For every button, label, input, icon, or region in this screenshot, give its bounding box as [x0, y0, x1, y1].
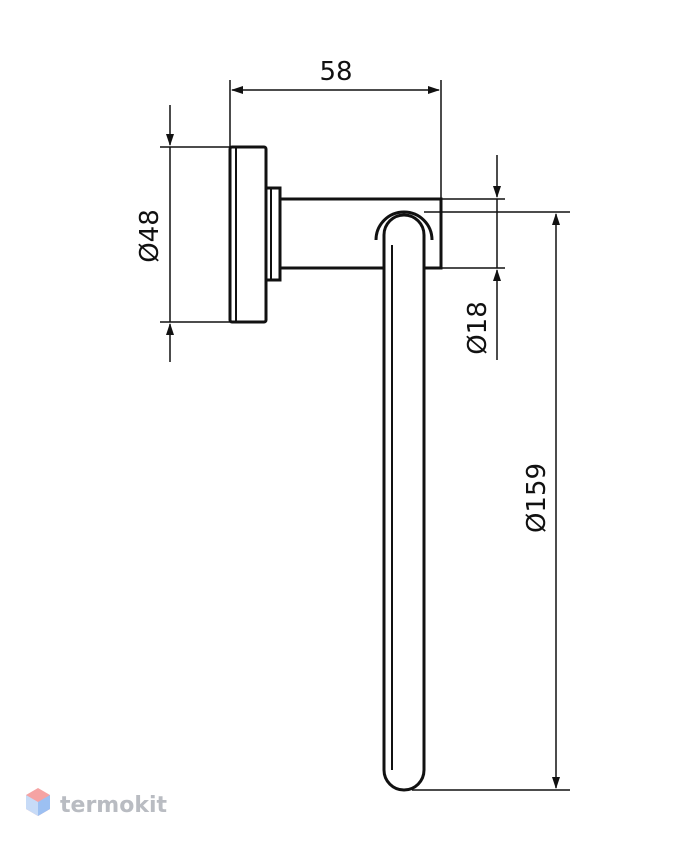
- dimension-tube: [441, 155, 505, 360]
- wall-disc-dimension-label: Ø48: [135, 209, 165, 263]
- tube-dimension-label: Ø18: [463, 301, 493, 355]
- towel-ring-outline: [228, 145, 443, 792]
- width-dimension-label: 58: [319, 57, 352, 87]
- dimension-width: [229, 80, 442, 199]
- dimension-wall-disc: [160, 105, 230, 362]
- watermark: termokit: [26, 788, 167, 818]
- ring-top-highlight: [374, 210, 434, 241]
- dimension-ring: [412, 211, 570, 791]
- ring-dimension-label: Ø159: [522, 463, 552, 533]
- termokit-logo-icon: [26, 788, 50, 816]
- ring-tube: [382, 213, 426, 792]
- watermark-text: termokit: [60, 793, 167, 818]
- mount-collar: [264, 186, 282, 282]
- support-arm: [280, 197, 443, 270]
